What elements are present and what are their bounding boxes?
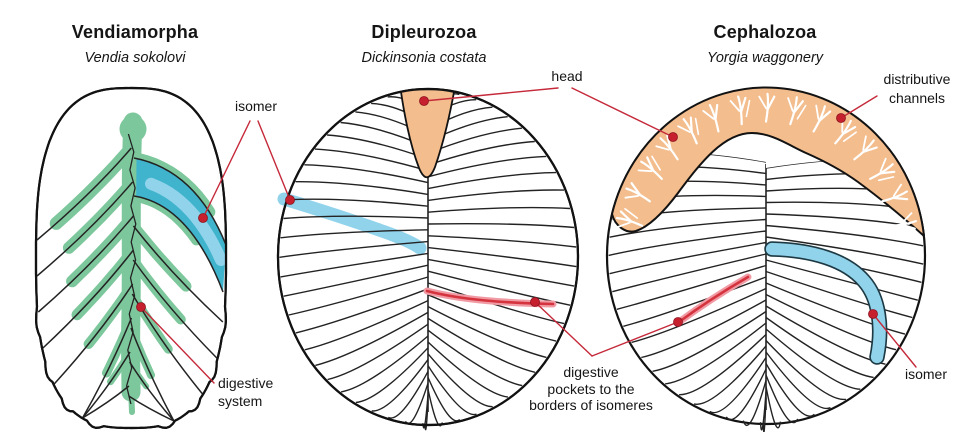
annotation-leader-line [534, 301, 593, 357]
annotation-digestive-pockets: digestive pockets to the borders of isom… [529, 364, 653, 414]
annotation-isomer-left: isomer [234, 98, 278, 114]
panel-vendiamorpha-titleblock: Vendiamorpha Vendia sokolovi [72, 22, 198, 66]
annotation-dot [836, 113, 846, 123]
vendiamorpha-illustration [34, 86, 228, 430]
yorgia-head [611, 86, 925, 237]
annotation-digestive-system: digestive system [218, 375, 274, 410]
annotation-leader-line [591, 321, 679, 357]
annotation-leader-line [140, 306, 215, 384]
annotation-dot [419, 96, 429, 106]
annotation-head: head [551, 68, 583, 84]
panel-species-vendiamorpha: Vendia sokolovi [84, 50, 186, 66]
annotation-leader-line [202, 120, 251, 219]
annotation-dot [136, 302, 146, 312]
panel-cephalozoa-titleblock: Cephalozoa Yorgia waggonery [707, 22, 823, 66]
annotation-distributive-channels: distributive channels [883, 71, 951, 106]
yorgia-distributive-channels [615, 92, 917, 234]
annotation-leader-line [571, 87, 674, 138]
panel-title-cephalozoa: Cephalozoa [713, 22, 817, 42]
annotation-leader-line [257, 120, 291, 201]
annotation-dot [285, 195, 295, 205]
annotation-leaders-and-dots [136, 87, 917, 384]
panel-species-dipleurozoa: Dickinsonia costata [361, 50, 487, 66]
panel-title-vendiamorpha: Vendiamorpha [71, 22, 199, 42]
annotation-leader-line [423, 87, 559, 102]
panel-species-cephalozoa: Yorgia waggonery [706, 50, 824, 66]
dipleurozoa-illustration [276, 87, 580, 431]
annotation-isomer-right: isomer [904, 366, 948, 382]
annotation-dot [868, 309, 878, 319]
panel-title-dipleurozoa: Dipleurozoa [371, 22, 477, 42]
cephalozoa-illustration [605, 70, 927, 432]
annotation-leader-line [840, 95, 878, 119]
annotation-leader-line [872, 313, 917, 368]
annotation-dot [530, 297, 540, 307]
dickinsonia-head [400, 88, 455, 179]
annotation-dot [198, 213, 208, 223]
annotation-dot [668, 132, 678, 142]
panel-dipleurozoa-titleblock: Dipleurozoa Dickinsonia costata [362, 22, 487, 66]
annotation-dot [673, 317, 683, 327]
